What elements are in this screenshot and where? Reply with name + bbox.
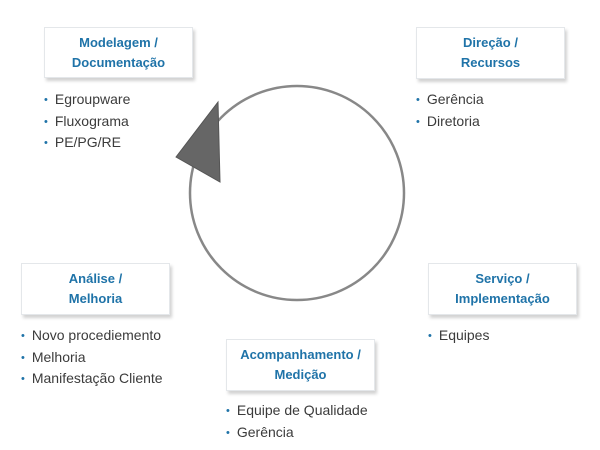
stage-title-servico: Serviço / Implementação	[428, 263, 577, 315]
bullet-icon: •	[21, 330, 25, 342]
stage-items-acompanhamento: •Equipe de Qualidade •Gerência	[226, 401, 368, 444]
stage-items-analise: •Novo procediemento •Melhoria •Manifesta…	[21, 326, 163, 391]
list-item: •Equipes	[428, 327, 490, 343]
list-item: •Novo procediemento	[21, 327, 162, 343]
stage-title-analise: Análise / Melhoria	[21, 263, 170, 315]
stage-items-modelagem: •Egroupware •Fluxograma •PE/PG/RE	[44, 90, 130, 155]
stage-items-servico: •Equipes	[428, 326, 489, 348]
stage-title-modelagem: Modelagem / Documentação	[44, 27, 193, 78]
list-item: •Manifestação Cliente	[21, 370, 163, 386]
list-item: •Egroupware	[44, 91, 131, 107]
bullet-icon: •	[44, 94, 48, 106]
cycle-ring	[188, 84, 406, 302]
list-item: •Equipe de Qualidade	[226, 402, 368, 418]
bullet-icon: •	[21, 351, 25, 364]
stage-title-acompanhamento: Acompanhamento / Medição	[226, 339, 375, 391]
bullet-icon: •	[226, 426, 230, 439]
bullet-icon: •	[44, 115, 48, 128]
list-item: •Fluxograma	[44, 112, 129, 129]
bullet-icon: •	[428, 330, 432, 342]
stage-title-direcao: Direção / Recursos	[416, 27, 565, 79]
bullet-icon: •	[21, 373, 25, 385]
stage-items-direcao: •Gerência •Diretoria	[416, 90, 484, 133]
list-item: •Melhoria	[21, 348, 86, 365]
bullet-icon: •	[44, 137, 48, 149]
bullet-icon: •	[416, 94, 420, 106]
list-item: •PE/PG/RE	[44, 134, 121, 150]
bullet-icon: •	[226, 405, 230, 417]
list-item: •Gerência	[416, 91, 484, 107]
cycle-arrowhead	[175, 100, 221, 183]
list-item: •Gerência	[226, 423, 294, 440]
bullet-icon: •	[416, 115, 420, 128]
list-item: •Diretoria	[416, 112, 480, 129]
